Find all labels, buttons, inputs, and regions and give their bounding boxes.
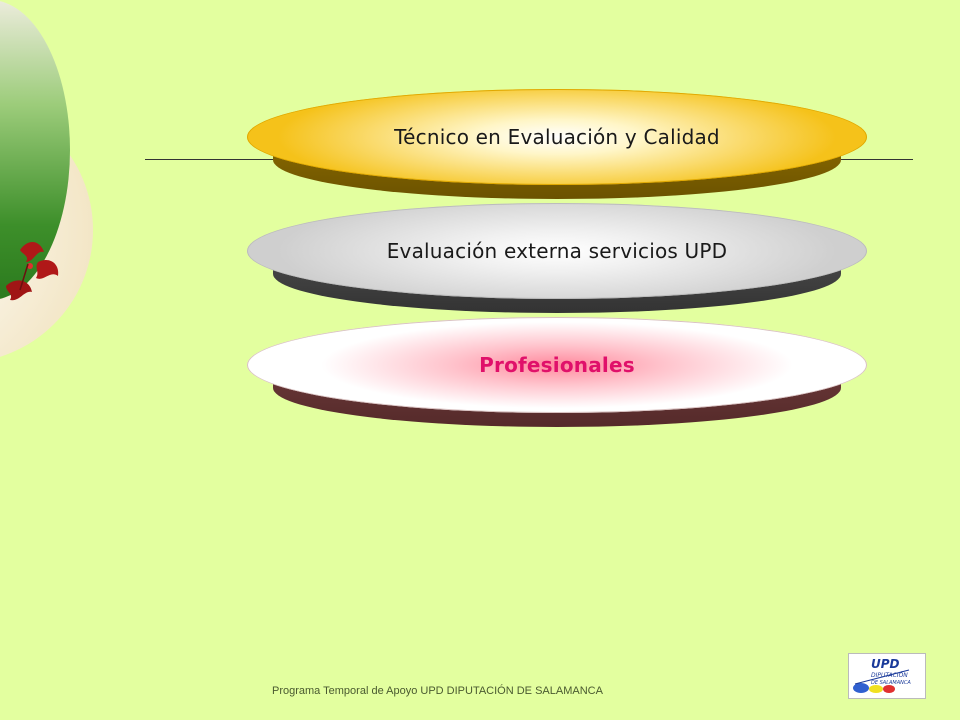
- upd-logo: UPD DIPUTACIÓN DE SALAMANCA: [848, 653, 926, 699]
- item-professionals: Profesionales: [247, 317, 867, 429]
- item-label: Evaluación externa servicios UPD: [386, 239, 728, 263]
- divider-left: [145, 159, 285, 160]
- item-evaluation-technician: Técnico en Evaluación y Calidad: [247, 89, 867, 201]
- holly-leaves-icon: [6, 241, 59, 301]
- decorative-circles: [0, 0, 110, 380]
- logo-title: UPD: [871, 657, 900, 671]
- item-label: Profesionales: [479, 353, 635, 377]
- footer-text: Programa Temporal de Apoyo UPD DIPUTACIÓ…: [272, 685, 603, 697]
- item-external-evaluation: Evaluación externa servicios UPD: [247, 203, 867, 315]
- logo-line2: DE SALAMANCA: [871, 680, 911, 686]
- divider-right: [830, 159, 913, 160]
- item-label: Técnico en Evaluación y Calidad: [394, 125, 720, 149]
